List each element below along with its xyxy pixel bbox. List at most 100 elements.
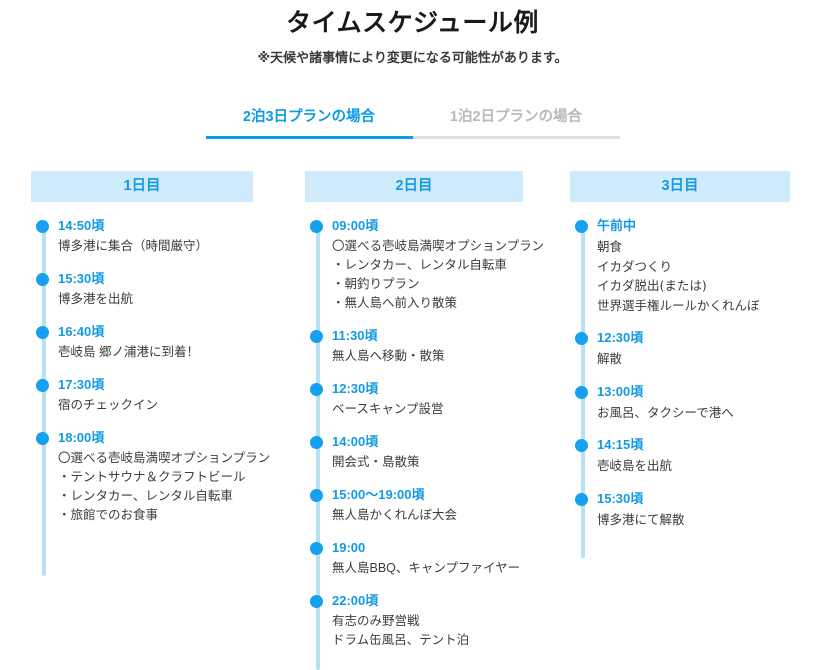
timeline-entry-line: 世界選手権ルールかくれんぼ <box>597 297 760 313</box>
timeline-entry-line: 無人島かくれんぼ大会 <box>332 508 458 522</box>
timeline-entry: 17:30頃宿のチェックイン <box>36 376 253 415</box>
timeline-entry-line: ドラム缶風呂、テント泊 <box>332 633 470 647</box>
timeline-entry: 12:30頃ベースキャンプ設営 <box>310 380 523 419</box>
timeline-entry-time: 16:40頃 <box>58 324 105 339</box>
timeline-entry-description: 無人島BBQ、キャンプファイヤー <box>332 559 523 578</box>
timeline-entry: 22:00頃有志のみ野営戦ドラム缶風呂、テント泊 <box>310 592 523 650</box>
timeline-entry-description: 開会式・島散策 <box>332 453 523 472</box>
timeline-entry-line: 開会式・島散策 <box>332 455 420 469</box>
timeline-entry-time: 15:00〜19:00頃 <box>332 487 425 502</box>
timeline-entry-time: 14:15頃 <box>597 437 644 452</box>
timeline-entry-description: ベースキャンプ設営 <box>332 400 523 419</box>
timeline-dot-icon <box>36 273 49 286</box>
timeline-dot-icon <box>36 220 49 233</box>
timeline-entry-description: 博多港に集合（時間厳守） <box>58 237 253 256</box>
timeline-entry-line: 博多港を出航 <box>58 292 134 306</box>
timeline-dot-icon <box>310 383 323 396</box>
timeline-dot-icon <box>575 492 588 506</box>
timeline-entry-line: イカダつくり <box>597 258 673 274</box>
timeline-track <box>42 222 46 576</box>
timeline-entry-line: 〇選べる壱岐島満喫オプションプラン <box>58 451 271 465</box>
schedule-columns: 1日目 14:50頃博多港に集合（時間厳守） 15:30頃 博多港を出航 16:40頃… <box>0 171 825 670</box>
plan-tabs: 2泊3日プランの場合 1泊2日プランの場合 <box>0 107 825 139</box>
timeline-entry: 12:30頃解散 <box>575 329 790 369</box>
timeline-entry-description: 〇選べる壱岐島満喫オプションプラン・レンタカー、レンタル自転車・朝釣りプラン・無… <box>332 237 545 313</box>
timeline-entry-line: ・テントサウナ＆クラフトビール <box>58 470 246 484</box>
timeline-entry-description: 博多港にて解散 <box>597 510 790 530</box>
timeline-entry-line: 〇選べる壱岐島満喫オプションプラン <box>332 239 545 253</box>
timeline-dot-icon <box>310 220 323 233</box>
timeline-dot-icon <box>310 595 323 608</box>
timeline-entry: 16:40頃壱岐島 郷ノ浦港に到着！ <box>36 323 253 362</box>
timeline-entry-description: 壱岐島 郷ノ浦港に到着！ <box>58 343 253 362</box>
timeline-entry-description: 朝食イカダつくりイカダ脱出(または)世界選手権ルールかくれんぼ <box>597 237 790 315</box>
tab-1night2day[interactable]: 1泊2日プランの場合 <box>412 107 620 139</box>
timeline-entry-line: お風呂、タクシーで港へ <box>597 404 734 420</box>
timeline-dot-icon <box>310 330 323 343</box>
timeline-entry-description: 解散 <box>597 349 790 369</box>
timeline-dot-icon <box>36 326 49 339</box>
timeline-entry-line: 無人島BBQ、キャンプファイヤー <box>332 561 521 575</box>
timeline-entry: 11:30頃無人島へ移動・散策 <box>310 327 523 366</box>
timeline-entry-line: ・レンタカー、レンタル自転車 <box>58 489 233 503</box>
timeline-entry-line: 博多港にて解散 <box>597 511 685 527</box>
timeline-day-2: 09:00頃〇選べる壱岐島満喫オプションプラン・レンタカー、レンタル自転車・朝釣… <box>305 217 545 670</box>
timeline-entry-description: 博多港を出航 <box>58 290 253 309</box>
timeline-entry-time: 14:00頃 <box>332 434 379 449</box>
tab-2night3day[interactable]: 2泊3日プランの場合 <box>205 107 413 139</box>
timeline-entry-line: 博多港に集合（時間厳守） <box>58 239 209 253</box>
timeline-entry-description: 〇選べる壱岐島満喫オプションプラン・テントサウナ＆クラフトビール・レンタカー、レ… <box>58 449 271 525</box>
timeline-entry-line: 壱岐島 郷ノ浦港に到着！ <box>58 345 199 359</box>
timeline-entry-line: ・朝釣りプラン <box>332 277 420 291</box>
timeline-entry-description: 有志のみ野営戦ドラム缶風呂、テント泊 <box>332 612 523 650</box>
timeline-entry-time: 12:30頃 <box>332 381 379 396</box>
timeline-dot-icon <box>310 436 323 449</box>
day-column-2: 2日目 09:00頃〇選べる壱岐島満喫オプションプラン・レンタカー、レンタル自転… <box>305 171 545 670</box>
timeline-entry-time: 15:30頃 <box>597 490 644 506</box>
timeline-entry: 午前中朝食イカダつくりイカダ脱出(または)世界選手権ルールかくれんぼ <box>575 217 790 315</box>
timeline-entry-time: 18:00頃 <box>58 430 105 445</box>
timeline-entry-time: 14:50頃 <box>58 218 105 233</box>
timeline-items-2: 09:00頃〇選べる壱岐島満喫オプションプラン・レンタカー、レンタル自転車・朝釣… <box>310 217 545 650</box>
timeline-entry-description: 無人島へ移動・散策 <box>332 347 523 366</box>
timeline-entry-line: 有志のみ野営戦 <box>332 614 420 628</box>
timeline-entry-line: 無人島へ移動・散策 <box>332 349 445 363</box>
timeline-dot-icon <box>310 489 323 502</box>
day-heading-1: 1日目 <box>31 171 253 202</box>
timeline-entry-time: 19:00 <box>332 540 366 555</box>
page-title: タイムスケジュール例 <box>286 9 539 37</box>
timeline-entry-time: 09:00頃 <box>332 218 379 233</box>
timeline-entry-line: ・レンタカー、レンタル自転車 <box>332 258 507 272</box>
timeline-entry-time: 13:00頃 <box>597 383 644 399</box>
timeline-entry-line: 壱岐島を出航 <box>597 458 673 473</box>
page-header: タイムスケジュール例 ※天候や諸事情により変更になる可能性があります。 <box>0 0 825 67</box>
timeline-entry: 13:00頃お風呂、タクシーで港へ <box>575 383 790 423</box>
timeline-entry: 15:00〜19:00頃無人島かくれんぼ大会 <box>310 486 523 525</box>
timeline-entry-time: 17:30頃 <box>58 377 105 392</box>
timeline-dot-icon <box>310 542 323 555</box>
timeline-entry-line: ベースキャンプ設営 <box>332 402 444 416</box>
timeline-entry-time: 11:30頃 <box>332 328 378 343</box>
timeline-entry: 14:00頃開会式・島散策 <box>310 433 523 472</box>
timeline-entry: 19:00 無人島BBQ、キャンプファイヤー <box>310 539 523 578</box>
timeline-dot-icon <box>575 385 588 399</box>
timeline-entry-time: 22:00頃 <box>332 593 379 608</box>
timeline-entry-description: 無人島かくれんぼ大会 <box>332 506 523 525</box>
timeline-entry-line: イカダ脱出(または) <box>597 278 707 293</box>
timeline-dot-icon <box>36 432 49 445</box>
timeline-entry-line: ・無人島へ前入り散策 <box>332 296 458 310</box>
timeline-entry-line: 解散 <box>597 351 623 366</box>
timeline-entry: 09:00頃〇選べる壱岐島満喫オプションプラン・レンタカー、レンタル自転車・朝釣… <box>310 217 545 313</box>
day-heading-2: 2日目 <box>305 171 523 202</box>
timeline-entry: 14:15頃壱岐島を出航 <box>575 436 790 476</box>
timeline-entry: 18:00頃〇選べる壱岐島満喫オプションプラン・テントサウナ＆クラフトビール・レ… <box>36 429 271 525</box>
timeline-entry-description: 宿のチェックイン <box>58 396 253 415</box>
timeline-entry-description: お風呂、タクシーで港へ <box>597 403 790 423</box>
timeline-entry-line: 宿のチェックイン <box>58 398 159 412</box>
timeline-dot-icon <box>575 220 588 233</box>
